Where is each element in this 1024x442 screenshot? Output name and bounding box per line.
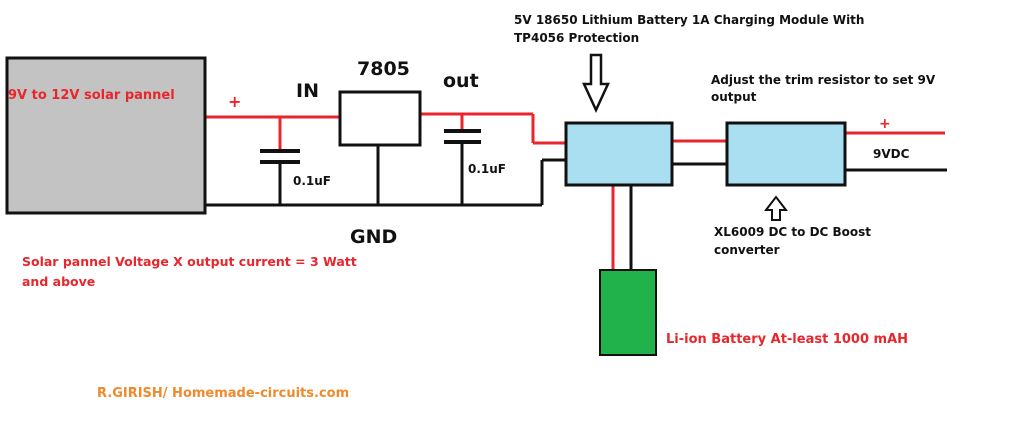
capacitor-2: [444, 129, 481, 144]
up-arrow-icon: [763, 195, 789, 221]
solar-panel-label: 9V to 12V solar pannel: [8, 88, 175, 103]
positive-wiring: [205, 112, 945, 270]
panel-plus-sign: +: [228, 92, 241, 111]
boost-note-line1: Adjust the trim resistor to set 9V: [711, 73, 936, 87]
capacitor-2-value: 0.1uF: [468, 162, 506, 176]
boost-note-line2: output: [711, 90, 757, 104]
power-note-line1: Solar pannel Voltage X output current = …: [22, 254, 357, 269]
regulator-out-label: out: [443, 70, 479, 92]
boost-converter: [725, 121, 847, 187]
output-plus-sign: +: [879, 116, 891, 132]
boost-name-line1: XL6009 DC to DC Boost: [714, 225, 871, 239]
regulator-name: 7805: [357, 58, 410, 80]
ground-wiring: [205, 143, 947, 270]
ground-label: GND: [350, 226, 397, 248]
charging-module-title-line2: TP4056 Protection: [514, 31, 639, 45]
down-arrow-icon: [582, 53, 610, 113]
capacitor-1: [260, 149, 300, 164]
output-voltage-label: 9VDC: [873, 147, 910, 161]
credit-text: R.GIRISH/ Homemade-circuits.com: [97, 386, 349, 401]
regulator-7805: [338, 90, 422, 147]
battery-label: Li-ion Battery At-least 1000 mAH: [666, 332, 908, 347]
power-note-line2: and above: [22, 274, 95, 289]
solar-panel: [5, 56, 207, 215]
boost-name-line2: converter: [714, 243, 780, 257]
li-ion-battery: [599, 269, 657, 356]
regulator-in-label: IN: [296, 80, 319, 102]
capacitor-1-value: 0.1uF: [293, 174, 331, 188]
charging-module: [564, 121, 674, 187]
charging-module-title-line1: 5V 18650 Lithium Battery 1A Charging Mod…: [514, 13, 864, 27]
